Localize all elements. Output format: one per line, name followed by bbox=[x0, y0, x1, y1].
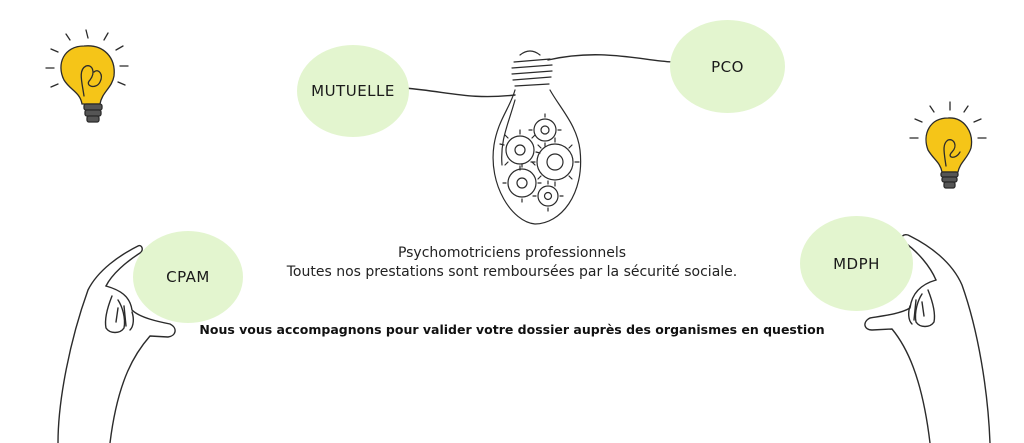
gear-lightbulb-icon bbox=[492, 50, 582, 225]
bubble-mutuelle: MUTUELLE bbox=[297, 45, 409, 137]
bubble-label-cpam: CPAM bbox=[166, 268, 210, 286]
hand-icon-left bbox=[57, 244, 176, 443]
bubble-cpam: CPAM bbox=[133, 231, 243, 323]
bubble-mdph: MDPH bbox=[800, 216, 913, 311]
intro-line-2: Toutes nos prestations sont remboursées … bbox=[286, 264, 738, 280]
intro-line-1: Psychomotriciens professionnels bbox=[397, 245, 627, 261]
bubble-label-pco: PCO bbox=[711, 57, 744, 76]
intro-text: Psychomotriciens professionnels Toutes n… bbox=[0, 244, 1024, 282]
bubble-label-mutuelle: MUTUELLE bbox=[311, 82, 395, 100]
support-statement: Nous vous accompagnons pour valider votr… bbox=[199, 322, 825, 337]
lightbulb-icon-right bbox=[909, 101, 987, 189]
bubble-pco: PCO bbox=[670, 20, 785, 113]
wire-left bbox=[404, 87, 516, 98]
bubble-label-mdph: MDPH bbox=[833, 254, 880, 273]
wire-right bbox=[547, 54, 673, 63]
hand-icon-right bbox=[864, 233, 991, 443]
lightbulb-icon-left bbox=[45, 29, 129, 123]
